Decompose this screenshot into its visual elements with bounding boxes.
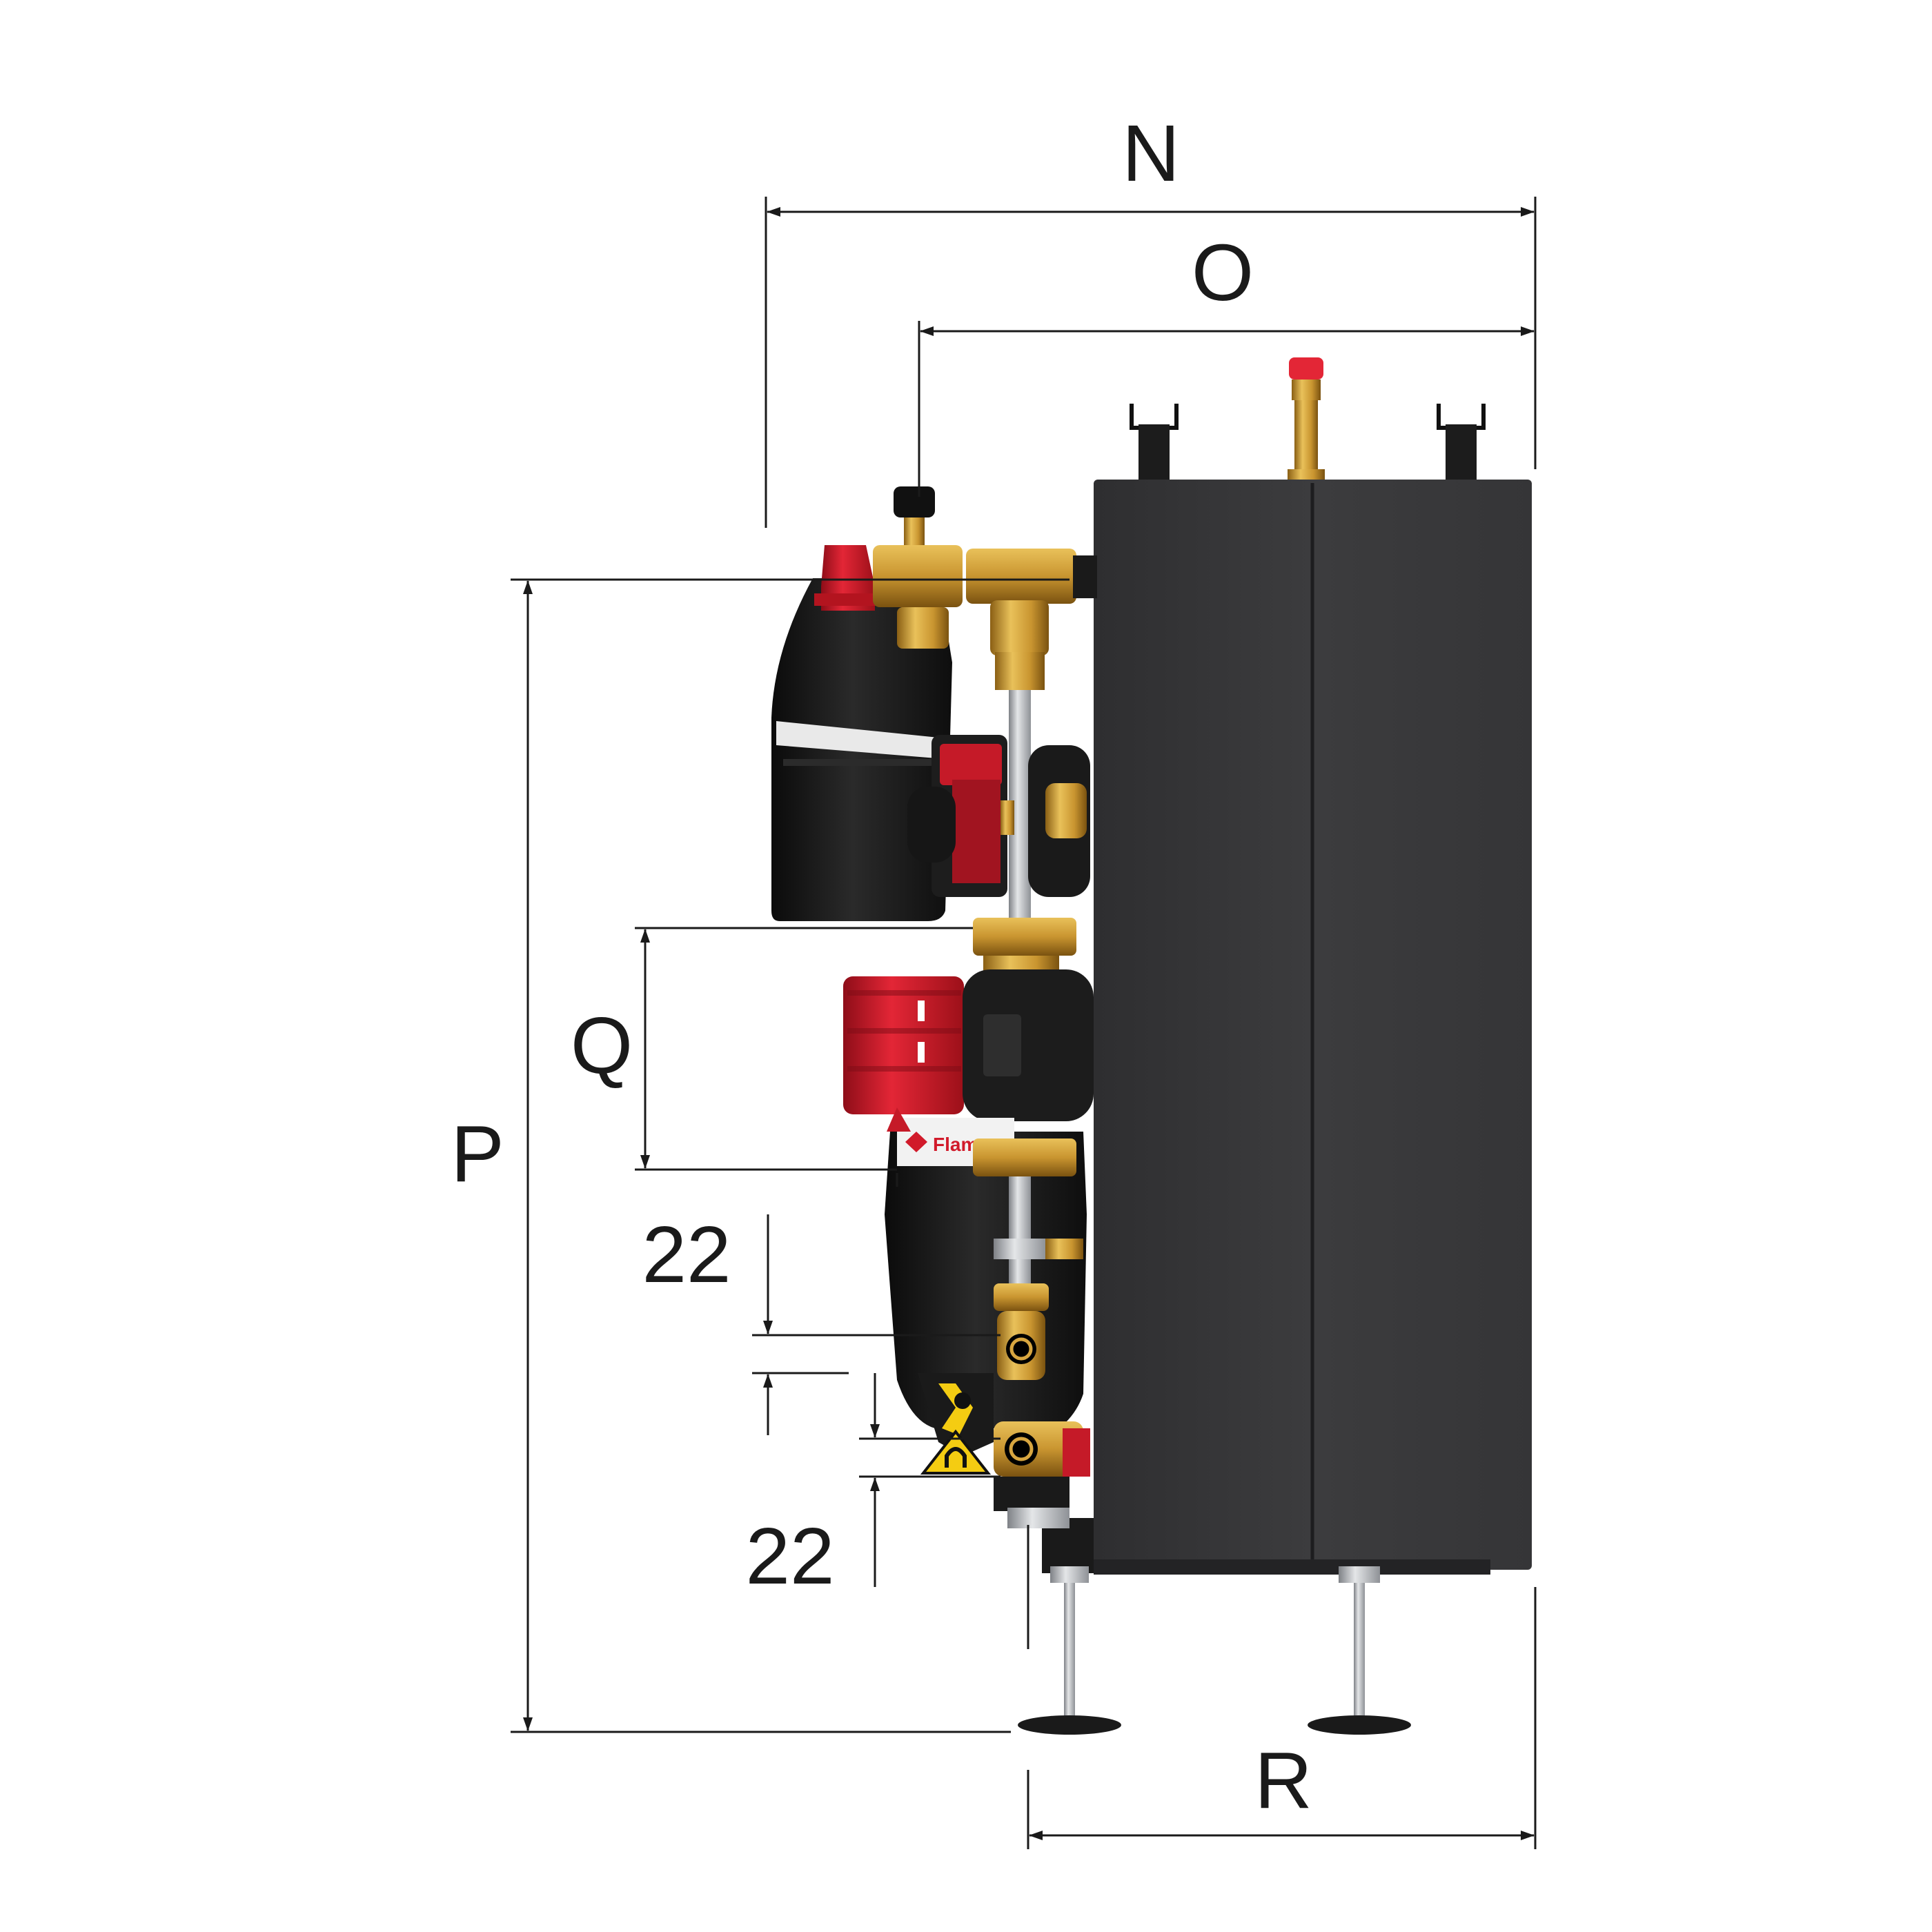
ball-valve-upper xyxy=(994,1283,1049,1380)
dimension-label-pipe-lower: 22 xyxy=(745,1511,834,1601)
brand-logo-icon xyxy=(905,1132,927,1152)
ball-valve-lower xyxy=(994,1421,1090,1528)
dimension-label-r: R xyxy=(1254,1735,1312,1825)
magnet-warning-icon xyxy=(920,1429,992,1475)
dimension-label-o: O xyxy=(1192,228,1254,317)
hanger-post-right xyxy=(1446,424,1477,483)
dimension-label-pipe-upper: 22 xyxy=(642,1210,731,1299)
union-nut-upper xyxy=(973,918,1076,956)
dimension-label-n: N xyxy=(1122,108,1180,198)
dimension-label-q: Q xyxy=(571,1000,633,1090)
brass-tee-fittings xyxy=(873,545,1097,690)
air-dirt-separator xyxy=(771,578,952,921)
pressure-gauge xyxy=(894,486,935,545)
magnetic-filter xyxy=(918,1373,994,1456)
flow-pipe-lower xyxy=(1009,1176,1031,1239)
circulation-pump xyxy=(843,969,1094,1121)
dimension-label-p: P xyxy=(451,1109,504,1199)
hanger-post-left xyxy=(1138,424,1170,483)
adjustable-feet xyxy=(1018,1518,1411,1735)
air-vent xyxy=(1288,357,1325,482)
dimension-lines xyxy=(511,197,1537,1849)
mixing-valve-actuator xyxy=(907,735,1090,897)
union-nut-lower xyxy=(973,1138,1076,1176)
isolation-valve-cap xyxy=(814,545,880,611)
cabinet-base xyxy=(1094,1559,1490,1575)
insulation-cabinet xyxy=(1094,357,1532,1575)
